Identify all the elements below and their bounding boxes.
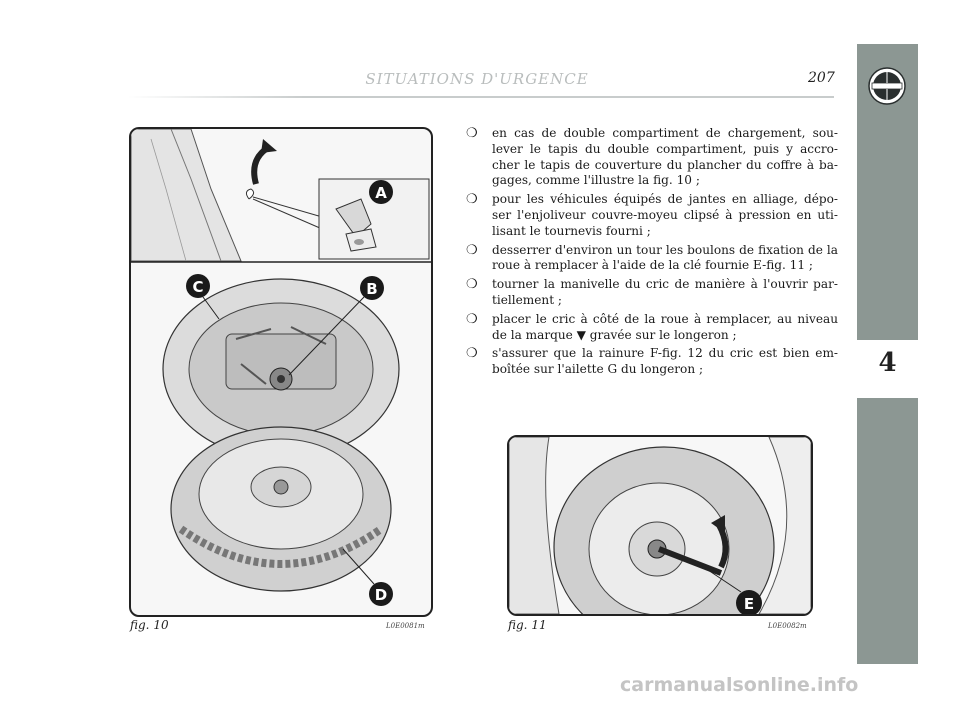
bullet-icon: ❍	[466, 192, 478, 208]
instruction-list: ❍en cas de double compartiment de charge…	[466, 126, 838, 381]
bullet-icon: ❍	[466, 242, 478, 258]
label-b-badge	[360, 276, 384, 300]
label-e-text: E	[744, 595, 754, 613]
spare-wheel-illustration: C B A D	[131, 129, 431, 606]
lancia-logo-icon	[868, 67, 906, 105]
label-c-text: C	[192, 278, 203, 296]
chapter-tab[interactable]: 4	[857, 338, 918, 400]
chapter-number: 4	[878, 348, 897, 378]
bullet-icon: ❍	[466, 277, 478, 293]
list-item: ❍tourner la manivelle du cric de manière…	[466, 277, 838, 307]
label-d-text: D	[375, 586, 387, 604]
list-item: ❍placer le cric à côté de la roue à remp…	[466, 311, 838, 342]
label-c-badge	[186, 274, 210, 298]
bullet-icon: ❍	[466, 311, 478, 327]
label-a-badge	[369, 180, 393, 204]
figure-10-code: L0E0081m	[386, 622, 425, 630]
label-b-text: B	[366, 280, 377, 298]
list-item: ❍desserrer d'environ un tour les boulons…	[466, 242, 838, 273]
figure-11-wheel-bolts: E	[507, 435, 813, 616]
bullet-icon: ❍	[466, 126, 478, 141]
figure-11-code: L0E0082m	[768, 622, 807, 630]
wheel-wrench-illustration: E	[509, 437, 811, 614]
page-header-title: SITUATIONS D'URGENCE	[365, 70, 589, 88]
list-item: ❍en cas de double compartiment de charge…	[466, 126, 838, 188]
header-divider	[128, 96, 834, 98]
label-d-badge	[369, 582, 393, 606]
label-e-badge	[736, 590, 762, 614]
label-a-text: A	[375, 184, 387, 202]
list-item: ❍pour les véhicules équipés de jantes en…	[466, 192, 838, 238]
figure-10-caption: fig. 10	[130, 618, 169, 632]
figure-10-spare-wheel: C B A D	[129, 127, 433, 617]
watermark: carmanualsonline.info	[620, 674, 859, 696]
list-item: ❍s'assurer que la rainure F-fig. 12 du c…	[466, 346, 838, 377]
figure-11-caption: fig. 11	[508, 618, 547, 632]
page-number: 207	[808, 70, 835, 86]
bullet-icon: ❍	[466, 346, 478, 362]
